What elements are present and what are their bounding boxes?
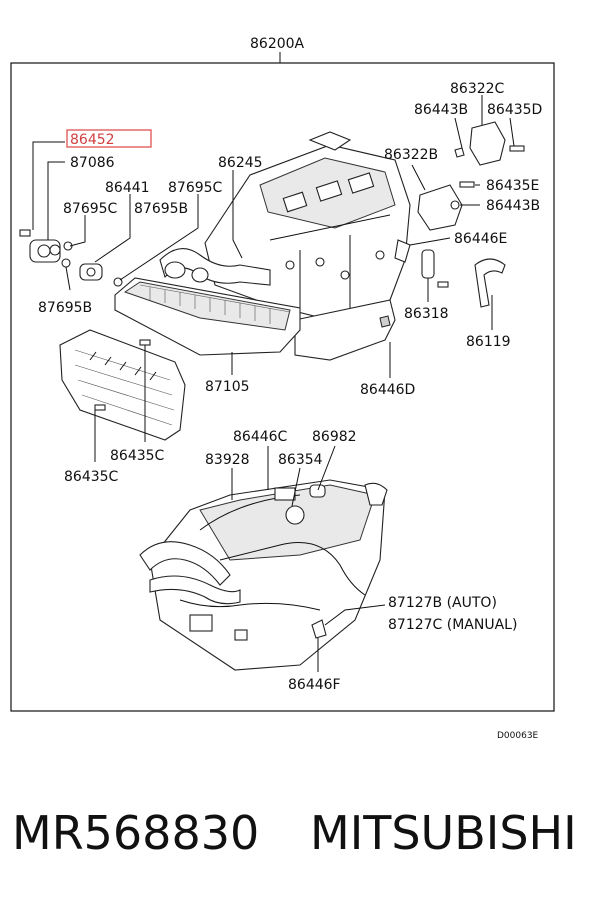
label-87695c-left: 87695C: [63, 201, 118, 217]
label-86443b-top: 86443B: [414, 102, 468, 118]
drawing-code: D00063E: [497, 731, 539, 741]
label-86322c: 86322C: [450, 81, 505, 97]
label-87695b-top: 87695B: [134, 201, 188, 217]
main-assembly-label: 86200A: [250, 36, 305, 52]
label-86435c-low: 86435C: [64, 469, 119, 485]
label-87695c-top: 87695C: [168, 180, 223, 196]
label-86245: 86245: [218, 155, 263, 171]
label-86446f: 86446F: [288, 677, 341, 693]
label-86982: 86982: [312, 429, 357, 445]
label-86435c-mid: 86435C: [110, 448, 165, 464]
actuator-parts: [19, 229, 123, 287]
heater-unit-lower: [139, 479, 388, 671]
heater-core: [114, 248, 301, 356]
label-83928: 83928: [205, 452, 250, 468]
label-87127c: 87127C (MANUAL): [388, 617, 517, 633]
label-86318: 86318: [404, 306, 449, 322]
blend-door-link: [59, 329, 186, 441]
label-86446d: 86446D: [360, 382, 415, 398]
label-86443b-right: 86443B: [486, 198, 540, 214]
label-87105: 87105: [205, 379, 250, 395]
label-86119: 86119: [466, 334, 511, 350]
label-86452: 86452: [70, 132, 115, 148]
part-number: MR568830: [12, 806, 260, 860]
label-86435e: 86435E: [486, 178, 539, 194]
leader-lines: [32, 95, 515, 672]
highlight-box: [66, 129, 152, 148]
label-86435d: 86435D: [487, 102, 542, 118]
brand-name: MITSUBISHI: [310, 806, 577, 860]
part-footer: MR568830 MITSUBISHI: [0, 806, 600, 876]
label-86446c: 86446C: [233, 429, 288, 445]
label-87695b-bottom: 87695B: [38, 300, 92, 316]
label-87086: 87086: [70, 155, 115, 171]
label-87127b: 87127B (AUTO): [388, 595, 497, 611]
diagram-frame: [10, 62, 555, 712]
label-86446e: 86446E: [454, 231, 507, 247]
label-86441: 86441: [105, 180, 150, 196]
label-86354: 86354: [278, 452, 323, 468]
label-86322b: 86322B: [384, 147, 438, 163]
